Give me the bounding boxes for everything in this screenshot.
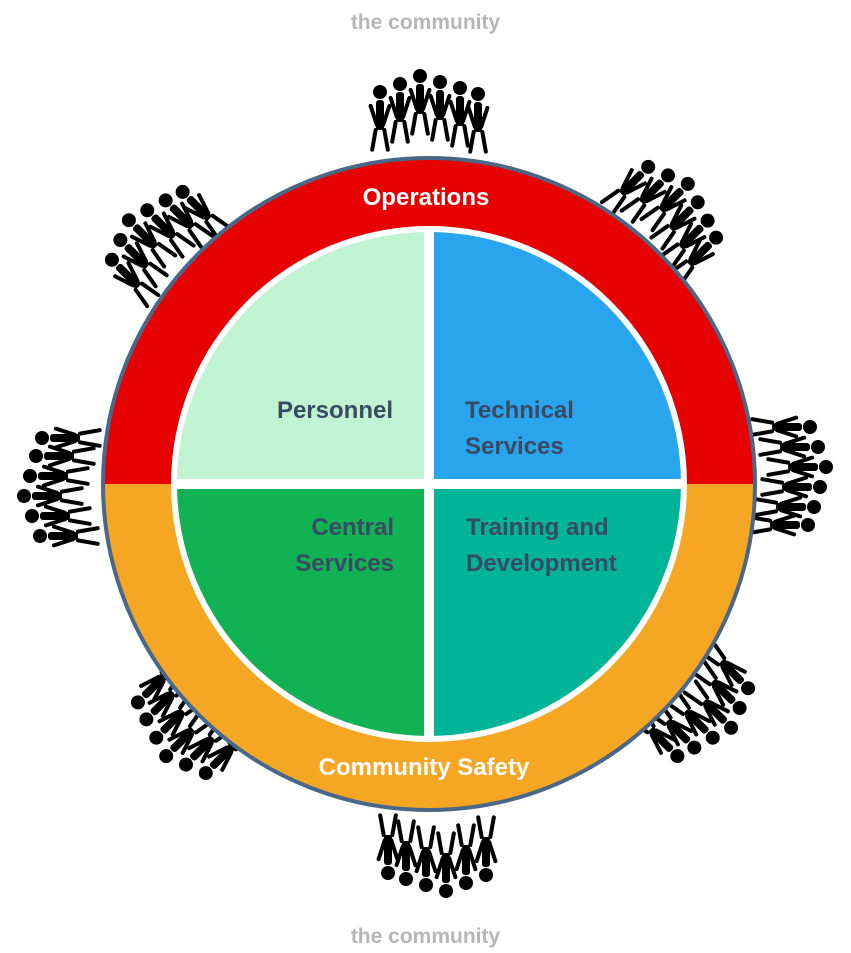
personnel-quadrant xyxy=(177,232,429,484)
central-services-label-line1: Central xyxy=(311,514,394,541)
central-services-label-line2: Services xyxy=(295,550,394,577)
technical-services-quadrant xyxy=(429,232,681,484)
community-label-bottom: the community xyxy=(350,925,501,948)
training-development-label-line1: Training and xyxy=(466,514,609,541)
personnel-label: Personnel xyxy=(277,397,393,424)
training-development-label-line2: Development xyxy=(466,550,617,577)
central-services-quadrant xyxy=(177,484,429,736)
community-safety-label: Community Safety xyxy=(319,754,530,781)
technical-services-label-line1: Technical xyxy=(465,397,574,424)
technical-services-label-line2: Services xyxy=(465,433,564,460)
training-development-quadrant xyxy=(429,484,681,736)
horizontal-divider xyxy=(177,479,681,489)
community-label-top: the community xyxy=(350,11,501,34)
operations-label: Operations xyxy=(363,184,490,211)
outer-ring-border xyxy=(101,156,757,812)
